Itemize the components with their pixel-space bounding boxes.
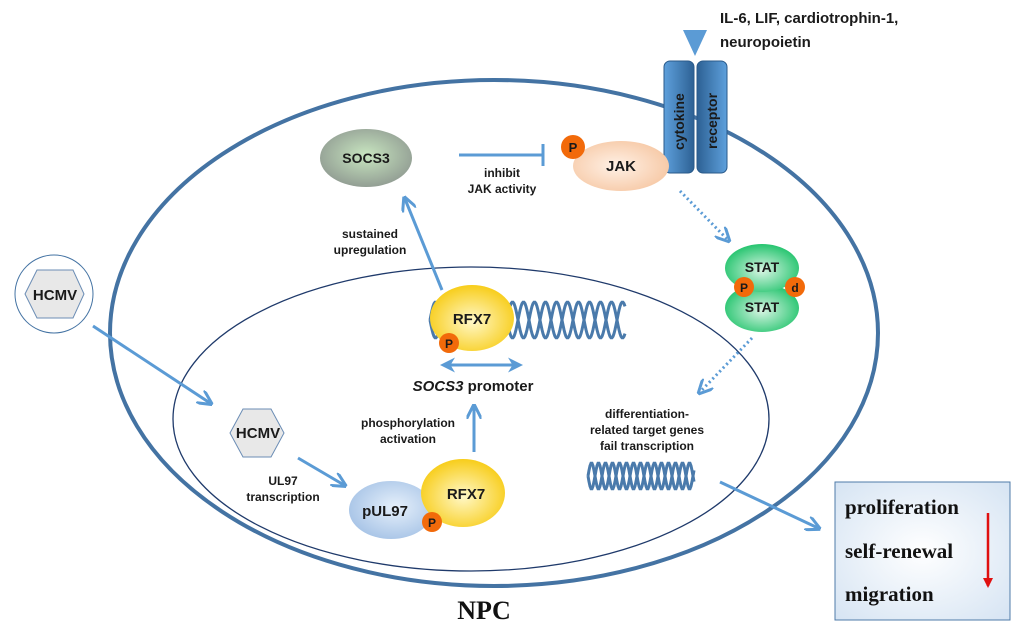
diff-label-line2: related target genes	[590, 423, 704, 437]
phospho-complex-icon	[422, 512, 442, 532]
receptor-label-receptor: receptor	[704, 92, 720, 149]
phospho-rfx7-promoter-label: P	[445, 337, 453, 351]
outcome-item: self-renewal	[845, 539, 953, 563]
phospho-jak-icon	[561, 135, 585, 159]
phospho-label-line2: activation	[380, 432, 436, 446]
pul97-node	[349, 481, 433, 539]
inhibit-label-line2: JAK activity	[468, 182, 537, 196]
ul97-label-line1: UL97	[268, 474, 298, 488]
phospho-stat-left-icon	[734, 277, 754, 297]
socs3-node	[320, 129, 412, 187]
rfx7-promoter-label: RFX7	[453, 311, 491, 328]
promoter-label: SOCS3 promoter	[413, 378, 534, 395]
stat-bottom-label: STAT	[745, 299, 780, 315]
phospho-rfx7-promoter-icon	[439, 333, 459, 353]
phospho-stat-left-label: P	[740, 281, 748, 295]
jak-to-stat-arrow	[678, 189, 728, 240]
hcmv-outside-label: HCMV	[33, 287, 77, 304]
diff-label-line3: fail transcription	[600, 439, 694, 453]
receptor-label-cytokine: cytokine	[671, 93, 687, 150]
outcome-box	[834, 481, 1011, 621]
stat-dimer: STAT STAT P d	[725, 244, 805, 332]
ligand-triangle-icon	[683, 30, 707, 56]
outcome-arrow	[719, 480, 818, 528]
hcmv-inside-label: HCMV	[236, 425, 280, 442]
stat-top-label: STAT	[745, 259, 780, 275]
phospho-stat-right-label: d	[791, 281, 798, 295]
ul97-transcription-arrow	[297, 456, 344, 485]
pul97-label: pUL97	[362, 503, 408, 520]
sustained-label-line1: sustained	[342, 227, 398, 241]
cytokine-receptor: cytokine receptor	[663, 60, 728, 174]
socs3-label: SOCS3	[342, 150, 390, 166]
promoter-word: promoter	[463, 378, 533, 395]
outcome-item: proliferation	[845, 495, 959, 519]
stat-to-genes-arrow	[700, 336, 754, 392]
cell-membrane	[108, 78, 880, 588]
diff-label-line1: differentiation-	[605, 407, 689, 421]
hcmv-inside-hexagon-icon	[229, 408, 285, 458]
hcmv-outside-hexagon-icon	[24, 269, 85, 319]
phospho-label-line1: phosphorylation	[361, 416, 455, 430]
nucleus-membrane	[172, 266, 770, 572]
target-genes-dna	[586, 461, 696, 491]
phospho-complex-label: P	[428, 516, 436, 530]
hcmv-entry-arrow	[92, 324, 210, 403]
cell-label: NPC	[457, 596, 510, 625]
outcome-item: migration	[845, 582, 934, 606]
rfx7-complex-node	[421, 459, 505, 527]
ligand-label-line1: IL-6, LIF, cardiotrophin-1,	[720, 10, 898, 27]
sustained-label-line2: upregulation	[334, 243, 407, 257]
phospho-jak-label: P	[569, 140, 578, 155]
inhibit-label-line1: inhibit	[484, 166, 520, 180]
ul97-label-line2: transcription	[246, 490, 319, 504]
jak-node	[573, 141, 669, 191]
upregulation-arrow	[405, 199, 444, 291]
phospho-stat-right-icon	[785, 277, 805, 297]
ligand-label-line2: neuropoietin	[720, 34, 811, 51]
promoter-gene-name: SOCS3	[413, 378, 465, 395]
jak-label: JAK	[606, 158, 636, 175]
rfx7-complex-label: RFX7	[447, 486, 485, 503]
